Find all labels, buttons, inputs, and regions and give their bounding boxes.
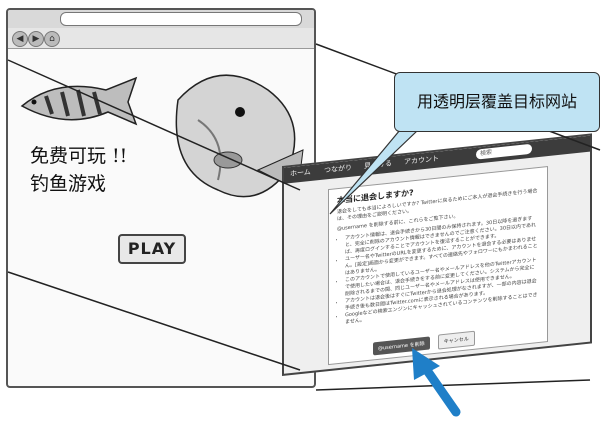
address-bar[interactable] bbox=[60, 12, 302, 26]
home-icon[interactable]: ⌂ bbox=[44, 31, 60, 47]
promo-line-1: 免费可玩 !! bbox=[30, 145, 128, 167]
trout-fish-image bbox=[20, 76, 138, 126]
game-promo-text: 免费可玩 !! 钓鱼游戏 bbox=[30, 142, 127, 198]
promo-line-2: 钓鱼游戏 bbox=[30, 173, 107, 195]
back-arrow-icon[interactable]: ◀ bbox=[12, 31, 28, 47]
browser-nav-row: ◀ ▶ ⌂ bbox=[8, 28, 314, 49]
play-button[interactable]: PLAY bbox=[118, 234, 186, 264]
game-browser-window: ◀ ▶ ⌂ 免费可玩 !! 钓鱼游戏 PLAY bbox=[6, 8, 316, 388]
pointer-arrow-icon bbox=[412, 348, 461, 417]
callout-bubble: 用透明层覆盖目标网站 bbox=[394, 72, 600, 132]
forward-arrow-icon[interactable]: ▶ bbox=[28, 31, 44, 47]
